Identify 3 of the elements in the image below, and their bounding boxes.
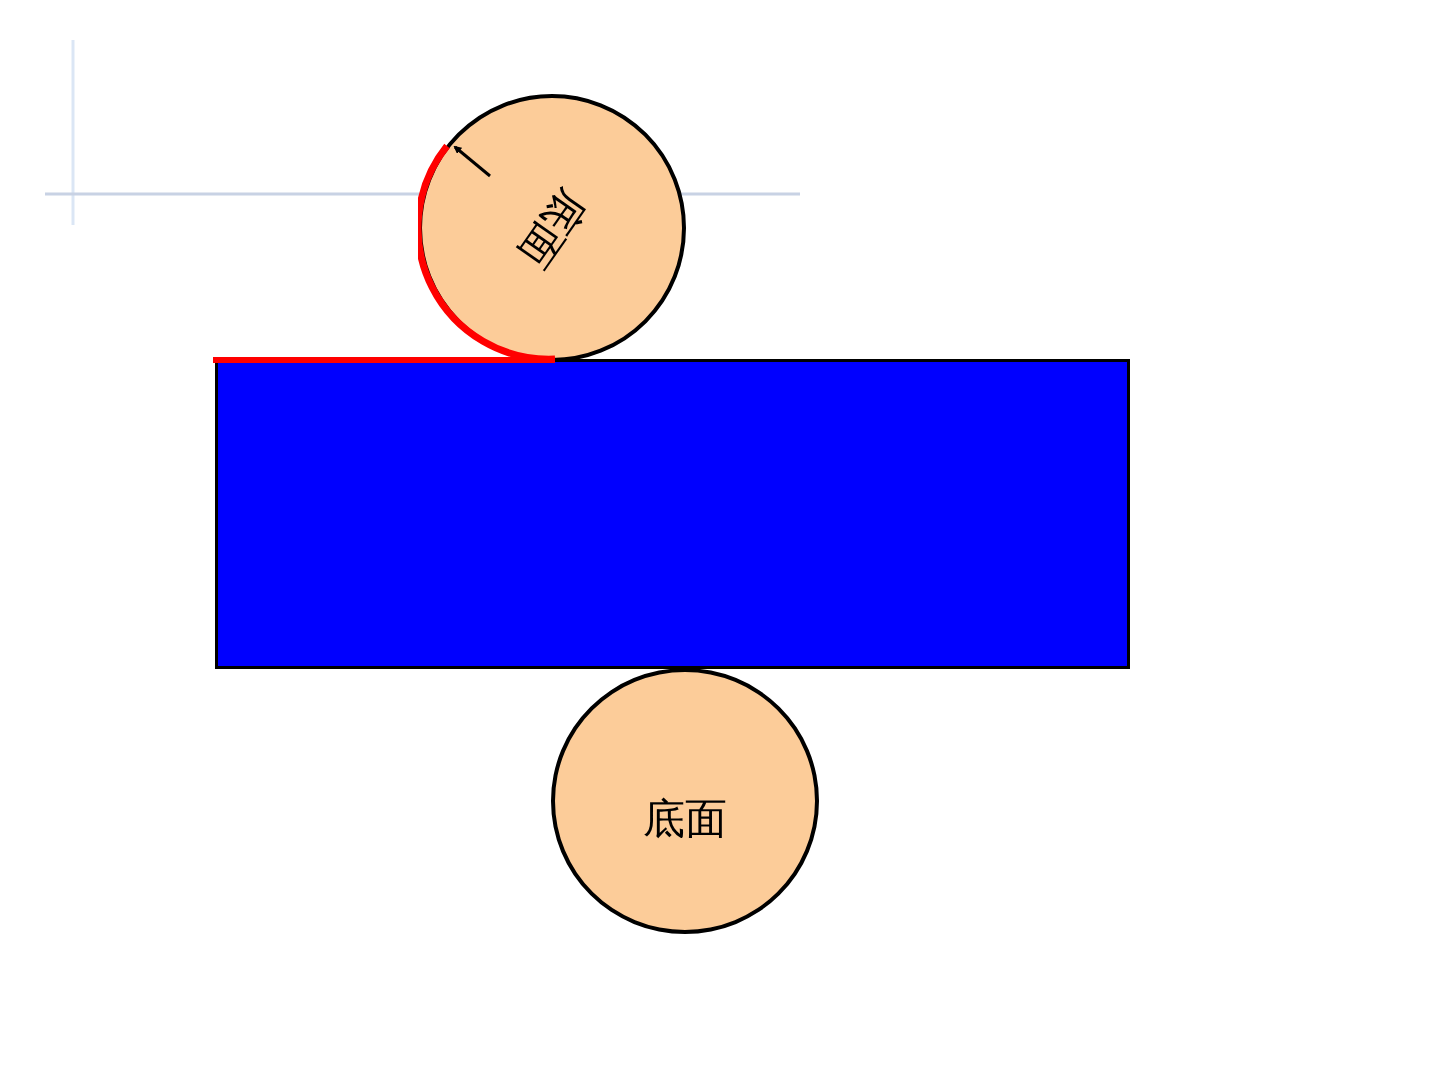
face-label: 底面	[643, 795, 727, 844]
side-rectangle	[215, 359, 1130, 669]
face-label: 底面	[508, 179, 596, 278]
